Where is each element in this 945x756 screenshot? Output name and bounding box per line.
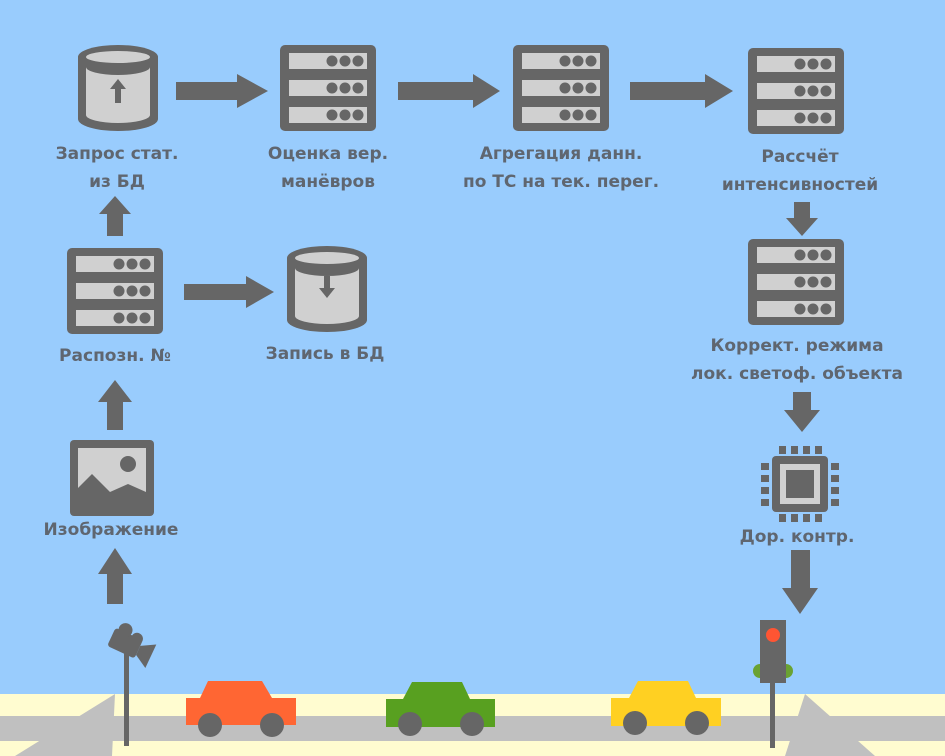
server-icon-intensity bbox=[748, 48, 844, 134]
label-aggregation: Агрегация данн. по ТС на тек. перег. bbox=[462, 144, 660, 192]
label-db-write: Запись в БД bbox=[265, 344, 385, 364]
road-left-wedge bbox=[15, 694, 115, 756]
label-db-query: Запрос стат. из БД bbox=[55, 144, 179, 192]
server-icon-aggregation bbox=[513, 45, 609, 131]
database-upload-icon bbox=[78, 45, 158, 131]
label-image: Изображение bbox=[43, 520, 179, 540]
arrow-up-1 bbox=[99, 196, 131, 236]
arrow-down-1 bbox=[786, 202, 818, 236]
server-icon-correction bbox=[748, 239, 844, 325]
road-right-wedge bbox=[785, 694, 875, 756]
chip-icon bbox=[761, 446, 839, 522]
arrow-right-2 bbox=[398, 74, 500, 108]
label-recognition: Распозн. № bbox=[59, 346, 171, 366]
car-red bbox=[186, 681, 296, 737]
arrow-up-2 bbox=[98, 380, 132, 430]
arrow-right-1 bbox=[176, 74, 268, 108]
arrow-right-4 bbox=[184, 276, 274, 308]
label-maneuver-eval: Оценка вер. манёвров bbox=[267, 144, 389, 192]
label-road-controller: Дор. контр. bbox=[739, 527, 855, 547]
arrow-down-2 bbox=[784, 392, 820, 432]
server-icon-recognition bbox=[67, 248, 163, 334]
car-green bbox=[386, 682, 495, 736]
label-intensity: Рассчёт интенсивностей bbox=[721, 147, 879, 195]
database-download-icon bbox=[287, 246, 367, 332]
car-yellow bbox=[611, 681, 721, 735]
camera-pole bbox=[124, 650, 129, 746]
traffic-light-icon bbox=[753, 620, 793, 748]
arrow-up-3 bbox=[98, 548, 132, 604]
camera-icon bbox=[108, 623, 157, 669]
label-mode-correction: Коррект. режима лок. светоф. объекта bbox=[691, 336, 903, 384]
image-icon bbox=[70, 440, 154, 516]
arrow-right-3 bbox=[630, 74, 733, 108]
server-icon-maneuver bbox=[280, 45, 376, 131]
arrow-down-3 bbox=[782, 550, 818, 614]
